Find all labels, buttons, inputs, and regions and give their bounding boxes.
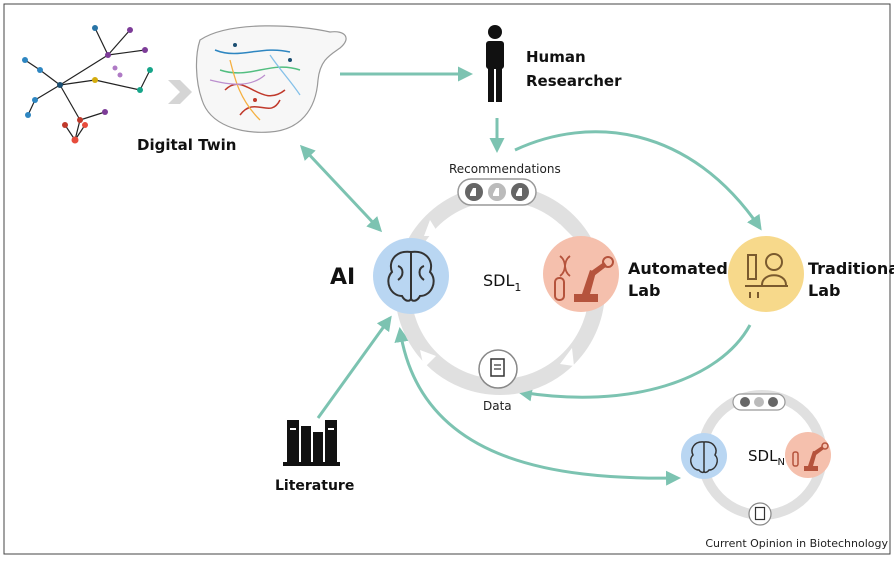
arrow-to-traditional-lab [514,130,762,231]
arrow-ai-to-sdln [394,327,681,486]
chevron-right-icon [168,80,192,104]
recommendations-label: Recommendations [449,162,561,176]
thumbs-up-icon [754,397,764,407]
person-icon [486,25,504,102]
flow-arrows [299,66,762,486]
brain-icon [690,441,718,474]
data-label: Data [483,399,512,413]
thumbs-up-icon [768,397,778,407]
network-graph-icon [24,27,151,141]
sdln-automated-lab-node [785,432,831,478]
traditional-lab-label-line1: Traditional [808,259,894,278]
books-icon [283,420,340,466]
sdln-recommendations-badge [732,393,786,411]
figure-border [3,3,891,555]
arrow-twin-ai [299,144,383,233]
robot-arm-icon [574,256,614,302]
sdl1-label-base: SDL [483,271,514,290]
sdl1-label-sub: 1 [514,281,521,294]
sdln-data-badge [748,502,772,526]
sdln-label-sub: N [777,457,784,468]
test-tube-icon [554,277,565,301]
traditional-lab-node [728,236,804,312]
human-label-line2: Researcher [526,72,622,90]
dna-icon [559,255,571,277]
traditional-lab-label-line2: Lab [808,281,840,300]
journal-credit: Current Opinion in Biotechnology [705,537,888,550]
digital-twin-label: Digital Twin [137,136,236,154]
human-label-line1: Human [526,48,586,66]
document-icon [754,506,766,521]
document-icon [490,358,505,377]
robot-arm-icon [792,442,829,471]
scientist-icon [745,253,788,298]
sdln-label: SDLN [748,447,785,468]
data-badge [478,349,518,389]
literature-label: Literature [275,478,354,494]
brain-icon [387,250,435,302]
recommendations-badge [457,178,537,206]
sdln-label-base: SDL [748,447,778,465]
arrow-literature-to-ai [316,315,392,419]
automated-lab-label-line2: Lab [628,281,660,300]
network-nodes [22,25,153,144]
automated-lab-node [543,236,619,312]
ai-label: AI [330,265,355,290]
metabolic-map-icon [195,25,347,133]
automated-lab-label-line1: Automated [628,259,728,278]
thumbs-up-icon [740,397,750,407]
sdl1-label: SDL1 [483,271,521,294]
